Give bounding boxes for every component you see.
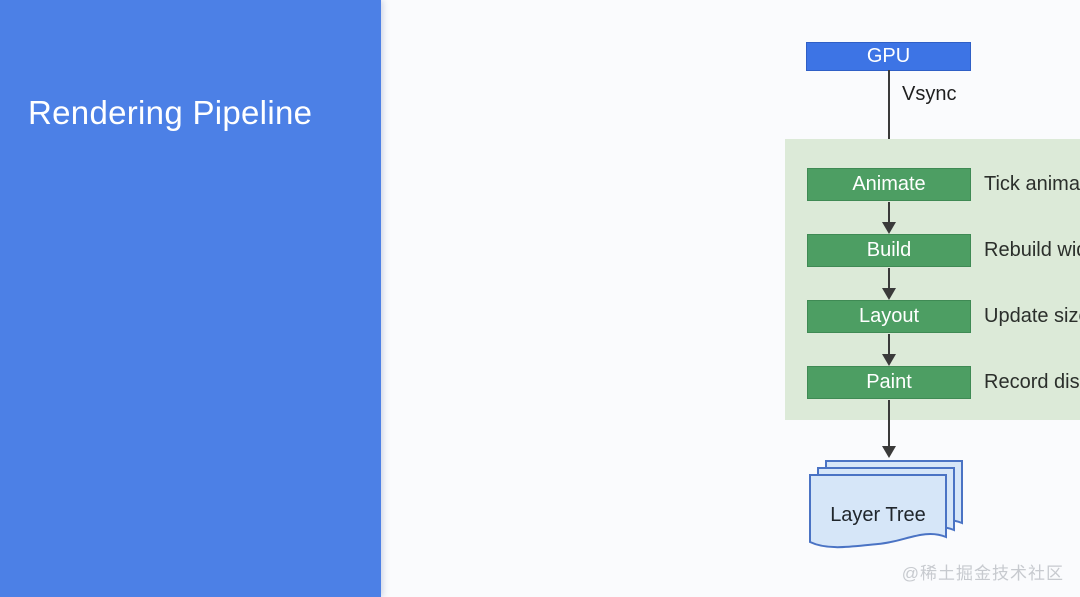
arrow-line xyxy=(888,268,890,289)
watermark: @稀土掘金技术社区 xyxy=(901,564,1064,583)
stage-node-paint: Paint xyxy=(807,366,971,399)
stage-description: Rebuild widgets to account for state cha… xyxy=(984,239,1080,261)
stage-node-layout: Layout xyxy=(807,300,971,333)
stage-node-animate: Animate xyxy=(807,168,971,201)
arrow-line xyxy=(888,334,890,355)
layer-tree-label: Layer Tree xyxy=(830,504,926,526)
stage-label: Paint xyxy=(866,371,912,393)
output-arrow-line xyxy=(888,400,890,447)
stage-label: Layout xyxy=(858,305,920,327)
stage-description: Update size and position of render objec… xyxy=(984,305,1080,327)
arrow-head-icon xyxy=(882,222,896,234)
layer-tree-stack-icon xyxy=(809,460,963,549)
diagram-area: GPU Vsync Animate Tick animations to cha… xyxy=(381,0,1080,597)
stage-label: Animate xyxy=(852,173,926,195)
arrow-line xyxy=(888,202,890,223)
gpu-node-label: GPU xyxy=(866,45,911,67)
output-arrow-head-icon xyxy=(882,446,896,458)
stage-node-build: Build xyxy=(807,234,971,267)
arrow-head-icon xyxy=(882,354,896,366)
sidebar: Rendering Pipeline xyxy=(0,0,381,597)
stage-label: Build xyxy=(866,239,912,261)
vsync-label: Vsync xyxy=(902,83,957,105)
gpu-node: GPU xyxy=(806,42,971,71)
vsync-arrow-line xyxy=(888,70,890,157)
stage-description: Record display lists for composited laye… xyxy=(984,371,1080,393)
arrow-head-icon xyxy=(882,288,896,300)
page-title: Rendering Pipeline xyxy=(28,94,313,131)
stage-description: Tick animations to change widget state xyxy=(984,173,1080,195)
